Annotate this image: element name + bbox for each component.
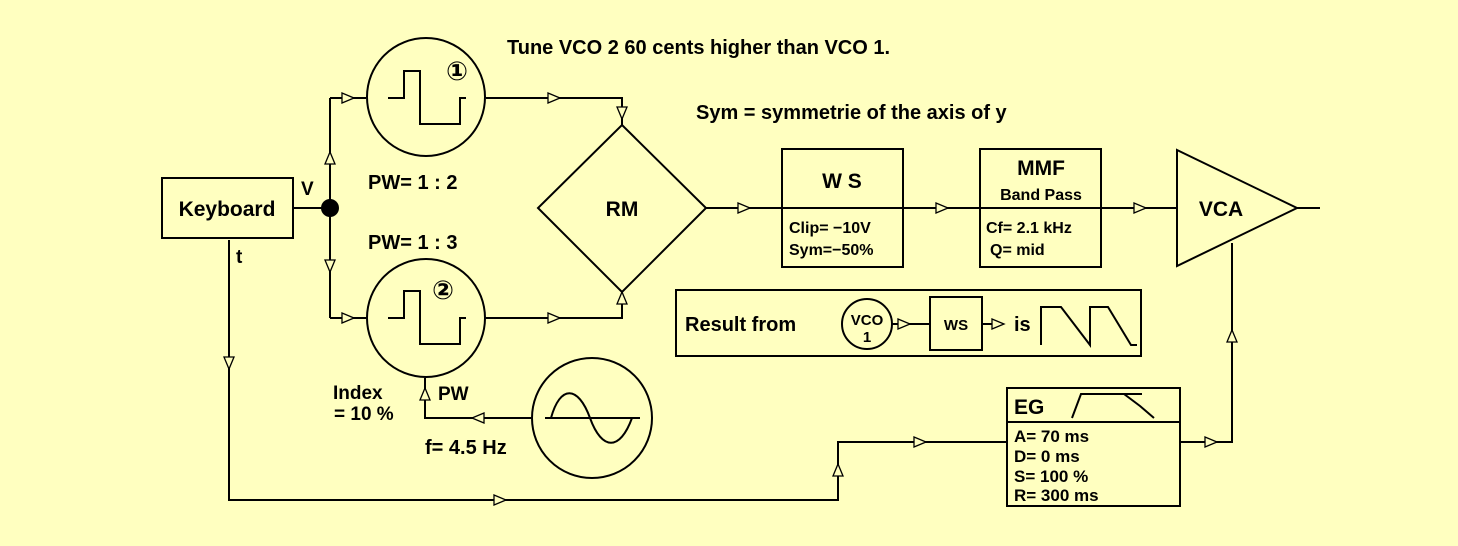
sine-wave-icon (545, 392, 640, 444)
keyboard-v-output-label: V (301, 179, 314, 200)
result-note-box: Result from VCO 1 WS is (675, 289, 1142, 357)
junction-dot (321, 199, 339, 217)
eg-release-value: R= 300 ms (1014, 486, 1099, 505)
eg-attack-value: A= 70 ms (1014, 427, 1089, 446)
lfo-frequency-label: f= 4.5 Hz (425, 437, 507, 459)
keyboard-label: Keyboard (179, 198, 276, 221)
keyboard-module: Keyboard V t (161, 177, 314, 268)
pulse-wave-icon (388, 290, 466, 345)
vco2-index-value: = 10 % (334, 404, 394, 425)
lfo-module: f= 4.5 Hz (425, 357, 653, 479)
ring-modulator-module: RM (536, 123, 708, 294)
mmf-mode: Band Pass (1000, 187, 1082, 204)
sawtooth-pulse-icon (1040, 306, 1137, 348)
vco2-pw-label: PW= 1 : 3 (368, 232, 457, 254)
result-is-label: is (1014, 314, 1031, 336)
vco2-number: ② (432, 275, 454, 305)
vco1-pw-label: PW= 1 : 2 (368, 172, 457, 194)
sym-note: Sym = symmetrie of the axis of y (696, 102, 1008, 124)
ws-sym-value: Sym=−50% (789, 242, 874, 259)
rm-label: RM (606, 198, 639, 221)
keyboard-t-output-label: t (236, 247, 243, 268)
mmf-q-value: Q= mid (990, 242, 1045, 259)
mmf-cutoff-value: Cf= 2.1 kHz (986, 220, 1072, 237)
vco2-index-label: Index (333, 383, 383, 404)
envelope-shape-icon (1071, 393, 1155, 419)
vco1-module: ① PW= 1 : 2 (366, 37, 486, 194)
pulse-wave-icon (388, 70, 466, 125)
eg-sustain-value: S= 100 % (1014, 467, 1088, 486)
result-vco-label: VCO (851, 312, 884, 329)
vco2-pw-input-label: PW (438, 384, 469, 405)
vca-module: VCA (1176, 148, 1300, 268)
result-vco-number: 1 (863, 329, 871, 346)
vca-label: VCA (1199, 198, 1243, 221)
result-prefix: Result from (685, 314, 796, 336)
envelope-generator-module: EG A= 70 ms D= 0 ms S= 100 % R= 300 ms (1006, 387, 1181, 507)
eg-title: EG (1014, 396, 1044, 419)
mmf-title: MMF (1017, 157, 1065, 180)
mmf-filter-module: MMF Band Pass Cf= 2.1 kHz Q= mid (979, 148, 1102, 268)
vco1-number: ① (446, 56, 468, 86)
result-ws-label: WS (944, 317, 968, 334)
vco2-module: PW= 1 : 3 ② PW Index = 10 % (333, 232, 486, 425)
eg-decay-value: D= 0 ms (1014, 447, 1080, 466)
ws-clip-value: Clip= −10V (789, 220, 871, 237)
tune-note: Tune VCO 2 60 cents higher than VCO 1. (507, 37, 890, 59)
wires (228, 97, 1320, 501)
waveshaper-module: W S Clip= −10V Sym=−50% (781, 148, 904, 268)
ws-title: W S (822, 170, 862, 193)
